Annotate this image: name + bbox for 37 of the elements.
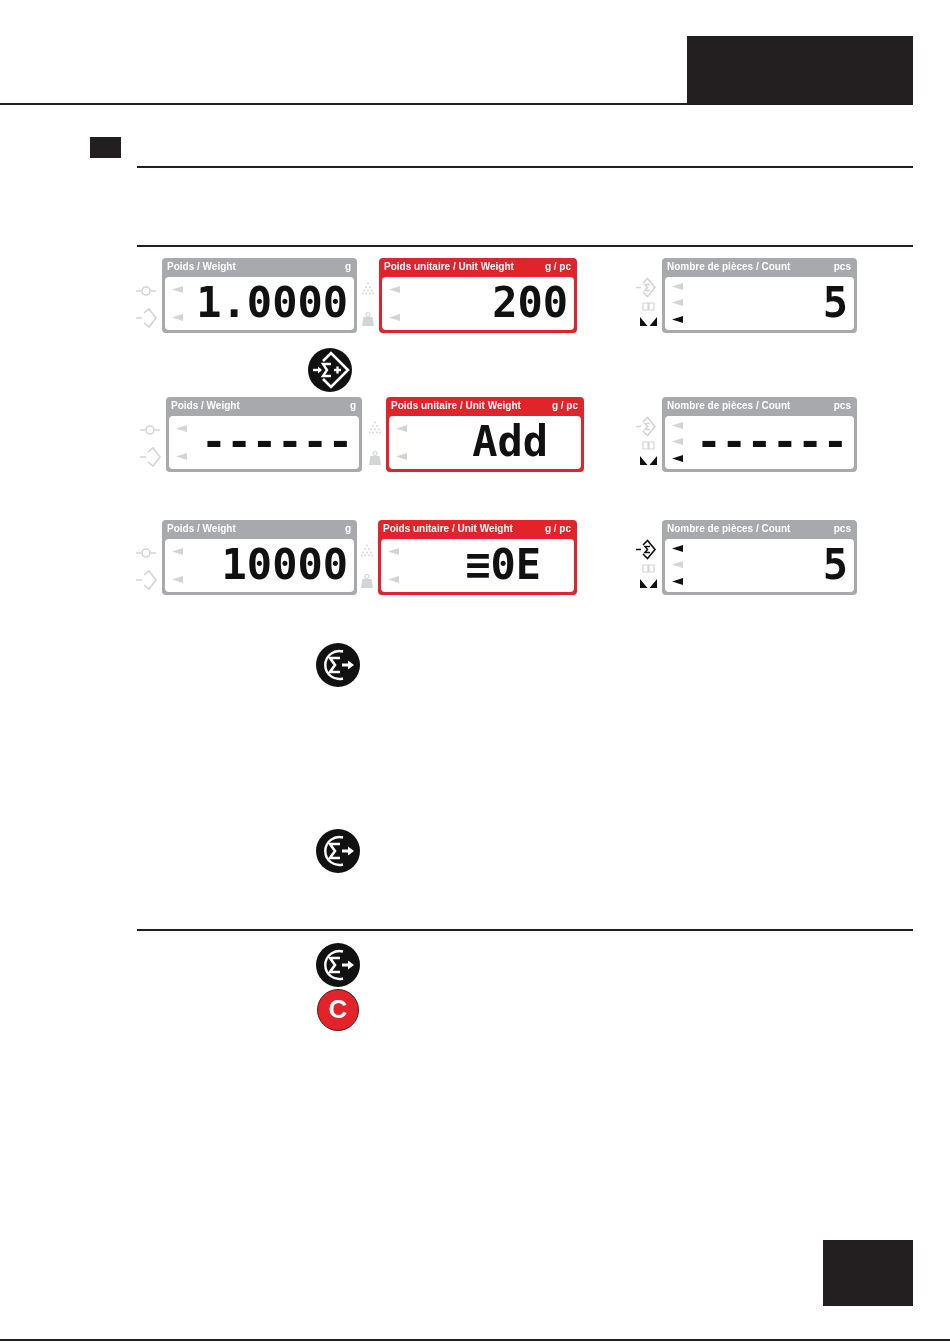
display-reading: ------	[201, 421, 353, 463]
unit-label: g / pc	[544, 261, 571, 273]
display-reading: 200	[492, 282, 568, 324]
display-reading: Add	[472, 421, 548, 463]
display-reading: ≡0E	[465, 544, 541, 586]
display-reading: 5	[822, 282, 848, 324]
display-title: Nombre de pièces / Count	[667, 400, 791, 412]
display-reading: 1.0000	[196, 282, 348, 324]
display-reading: ------	[696, 421, 848, 463]
clear-key: C	[317, 989, 359, 1031]
unit-label: g	[344, 261, 351, 273]
unit-label: pcs	[833, 523, 851, 535]
lcd-display	[662, 397, 857, 472]
unit-label: g / pc	[544, 523, 571, 535]
display-title: Poids unitaire / Unit Weight	[383, 523, 513, 535]
display-title: Poids unitaire / Unit Weight	[384, 261, 514, 273]
display-title: Poids / Weight	[171, 400, 240, 412]
lcd-display	[662, 520, 857, 595]
lcd-display	[378, 520, 577, 595]
lcd-display	[162, 258, 357, 333]
display-title: Poids unitaire / Unit Weight	[391, 400, 521, 412]
display-title: Poids / Weight	[167, 523, 236, 535]
display-reading: 10000	[221, 544, 348, 586]
lcd-display	[166, 397, 362, 472]
lcd-display	[379, 258, 577, 333]
display-reading: 5	[822, 544, 848, 586]
display-title: Poids / Weight	[167, 261, 236, 273]
unit-label: g / pc	[551, 400, 578, 412]
lcd-display	[662, 258, 857, 333]
unit-label: pcs	[833, 400, 851, 412]
unit-label: pcs	[833, 261, 851, 273]
lcd-display	[386, 397, 584, 472]
unit-label: g	[344, 523, 351, 535]
lcd-display	[162, 520, 357, 595]
unit-label: g	[349, 400, 356, 412]
display-title: Nombre de pièces / Count	[667, 261, 791, 273]
display-title: Nombre de pièces / Count	[667, 523, 791, 535]
